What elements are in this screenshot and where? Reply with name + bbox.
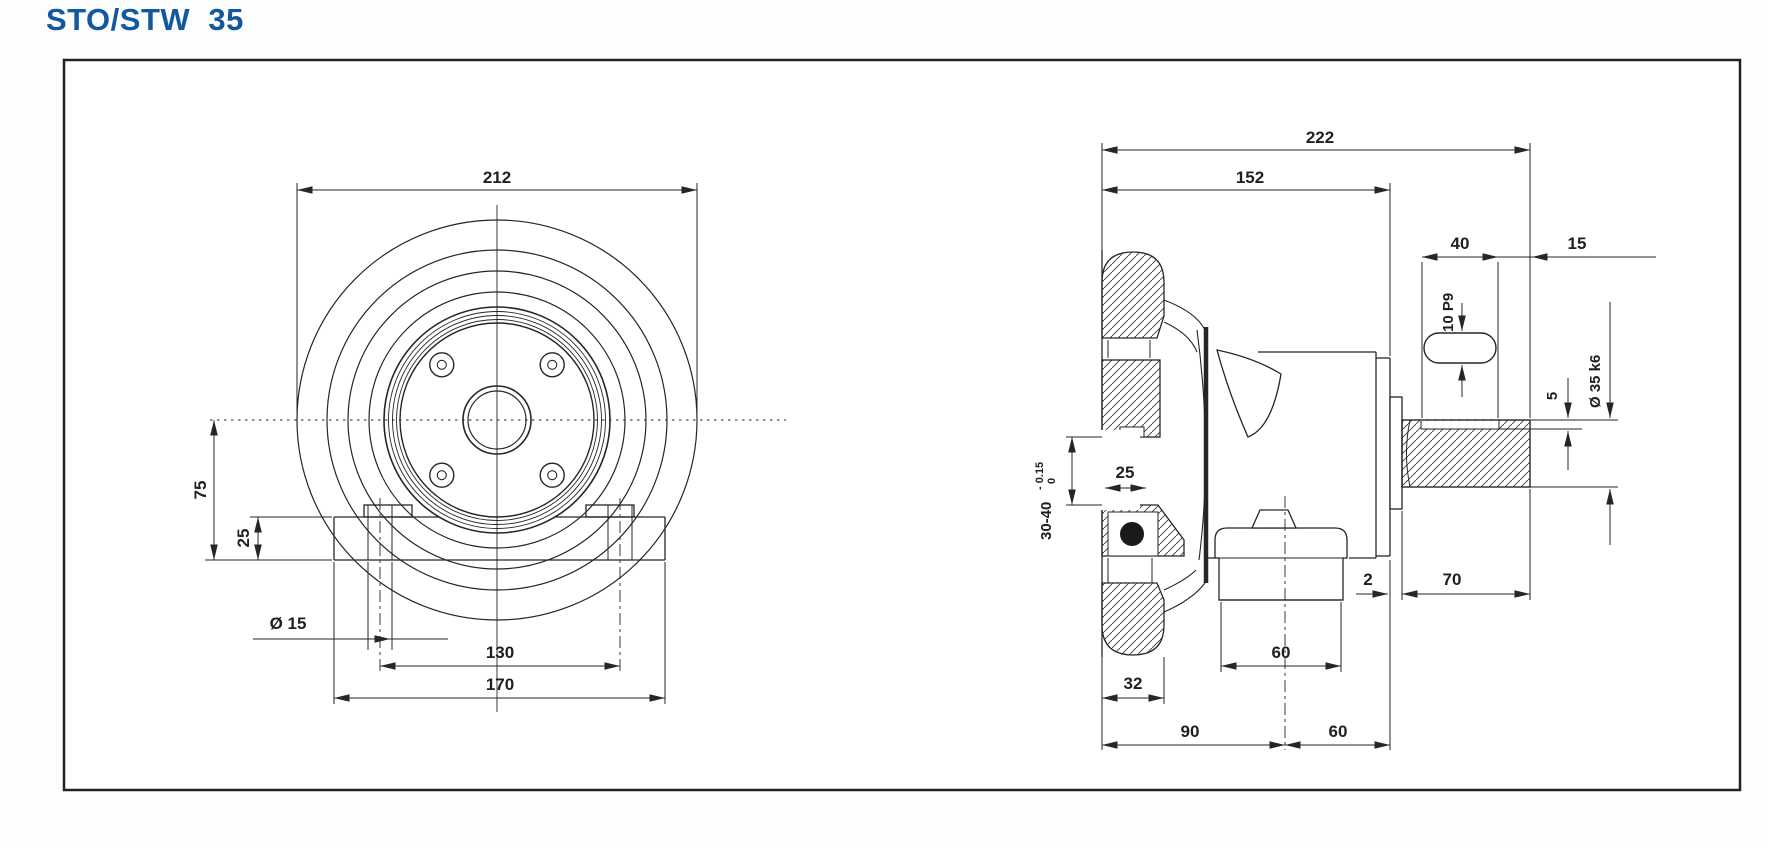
dim-shaft-end-length: 15 — [1568, 234, 1587, 253]
dim-housing-length: 152 — [1236, 168, 1264, 187]
dim-foot-thickness: 25 — [234, 529, 253, 548]
dim-overall-length: 222 — [1306, 128, 1334, 147]
dim-foot-length: 170 — [486, 675, 514, 694]
foot-pedestal — [1214, 496, 1348, 750]
dim-keyway-length: 40 — [1451, 234, 1470, 253]
front-view — [205, 183, 786, 712]
dim-hub-bore-tol-upper: - 0.15 — [1034, 462, 1046, 490]
dim-hub-depth: 25 — [1116, 463, 1135, 482]
foot-pad — [1250, 509, 1298, 529]
dim-rim-width: 32 — [1124, 674, 1143, 693]
side-view-dimensions — [1062, 143, 1656, 750]
dim-shaft-length: 70 — [1443, 570, 1462, 589]
housing-body — [1206, 349, 1391, 559]
dim-foot-hole-diameter: Ø 15 — [270, 614, 307, 633]
dim-hub-bore-tol-lower: 0 — [1046, 478, 1058, 484]
front-view-dimensions — [205, 183, 698, 704]
spoke — [1216, 349, 1282, 438]
side-view — [1062, 143, 1656, 750]
dim-shaft-diameter: Ø 35 k6 — [1587, 355, 1604, 408]
dim-hub-bore-group: 30-40 - 0.15 0 — [1034, 462, 1058, 540]
dim-hub-bore: 30-40 — [1038, 502, 1055, 540]
dim-spacer-width: 2 — [1363, 570, 1372, 589]
spacer-collar — [1389, 396, 1403, 510]
mounting-base — [333, 498, 666, 674]
dim-outer-diameter: 212 — [483, 168, 511, 187]
dim-foot-center-to-face: 60 — [1329, 722, 1348, 741]
dimension-labels: 212 75 25 Ø 15 130 170 222 152 40 15 10 … — [191, 128, 1604, 741]
bolt-holes — [429, 352, 565, 488]
dim-wheel-to-foot-center: 90 — [1181, 722, 1200, 741]
shaft — [1389, 262, 1531, 510]
center-bore — [462, 385, 532, 455]
page-title: STO/STW 35 — [46, 2, 244, 37]
dim-axis-to-base: 75 — [191, 481, 210, 500]
keyway-slot — [1423, 332, 1497, 364]
dim-keyway-width: 10 P9 — [1440, 293, 1457, 332]
dim-keyway-depth: 5 — [1544, 392, 1561, 400]
dim-foot-width: 60 — [1272, 643, 1291, 662]
handle-pin-section — [1120, 522, 1144, 546]
dim-foot-hole-spacing: 130 — [486, 643, 514, 662]
